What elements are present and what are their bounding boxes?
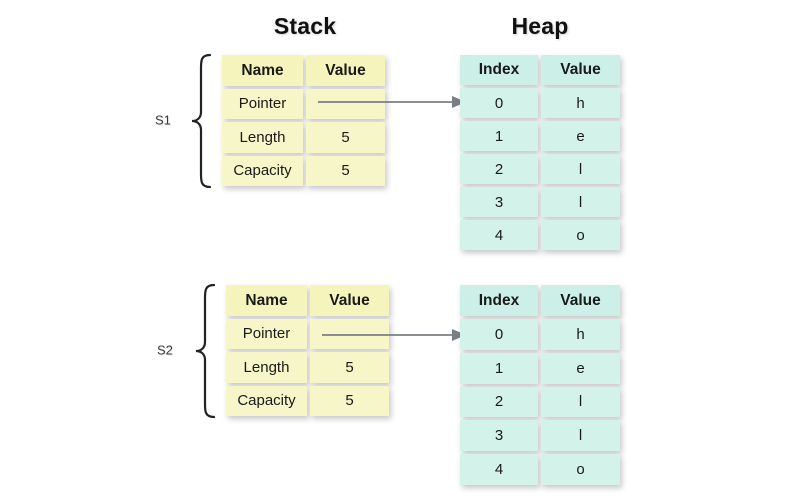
heap-header-index: Index [460,285,538,316]
heap-row-value-1: e [541,352,620,384]
stack-row-capacity-name: Capacity [222,155,303,186]
heap-row-value-2: l [541,386,620,418]
heap-row-value-3: l [541,420,620,452]
group-label-s2: S2 [157,342,173,358]
heap-row-index-2: 2 [460,154,538,184]
group-label-s1: S1 [155,112,171,128]
heap-row-index-4: 4 [460,454,538,485]
stack-row-pointer-name: Pointer [226,318,307,349]
stack-row-capacity-value: 5 [310,385,389,416]
stack-row-pointer-value [310,318,389,349]
stack-header-value: Value [306,55,385,86]
pointer-arrow-s2 [322,329,466,341]
heap-table-s1: Index Value 0 h 1 e 2 l 3 l 4 o [460,55,620,250]
stack-table-s1: Name Value Pointer Length 5 Capacity 5 [222,55,385,186]
heap-row-index-3: 3 [460,420,538,452]
heap-row-value-3: l [541,187,620,217]
stack-row-length-name: Length [226,352,307,383]
stack-header-name: Name [222,55,303,86]
heap-row-index-4: 4 [460,220,538,250]
stack-table-s2: Name Value Pointer Length 5 Capacity 5 [226,285,389,416]
pointer-arrow-s1 [318,96,466,108]
stack-row-capacity-value: 5 [306,155,385,186]
stack-row-capacity-name: Capacity [226,385,307,416]
heap-header-value: Value [541,55,620,85]
curly-brace-icon [191,53,212,189]
heap-row-value-4: o [541,454,620,485]
heap-row-index-0: 0 [460,318,538,350]
heap-row-index-0: 0 [460,88,538,118]
heap-table-s2: Index Value 0 h 1 e 2 l 3 l 4 o [460,285,620,485]
page-title-heap: Heap [511,13,569,39]
stack-row-length-name: Length [222,122,303,153]
curly-brace-icon [195,283,216,419]
heap-row-index-1: 1 [460,352,538,384]
stack-row-pointer-name: Pointer [222,88,303,119]
heap-row-index-3: 3 [460,187,538,217]
heap-row-value-1: e [541,121,620,151]
heap-row-value-0: h [541,318,620,350]
stack-row-length-value: 5 [310,352,389,383]
heap-row-value-0: h [541,88,620,118]
stack-row-pointer-value [306,88,385,119]
heap-row-index-2: 2 [460,386,538,418]
stack-row-length-value: 5 [306,122,385,153]
heap-header-index: Index [460,55,538,85]
stack-header-name: Name [226,285,307,316]
heap-row-index-1: 1 [460,121,538,151]
heap-row-value-4: o [541,220,620,250]
heap-header-value: Value [541,285,620,316]
page-title-stack: Stack [273,13,337,39]
stack-header-value: Value [310,285,389,316]
heap-row-value-2: l [541,154,620,184]
